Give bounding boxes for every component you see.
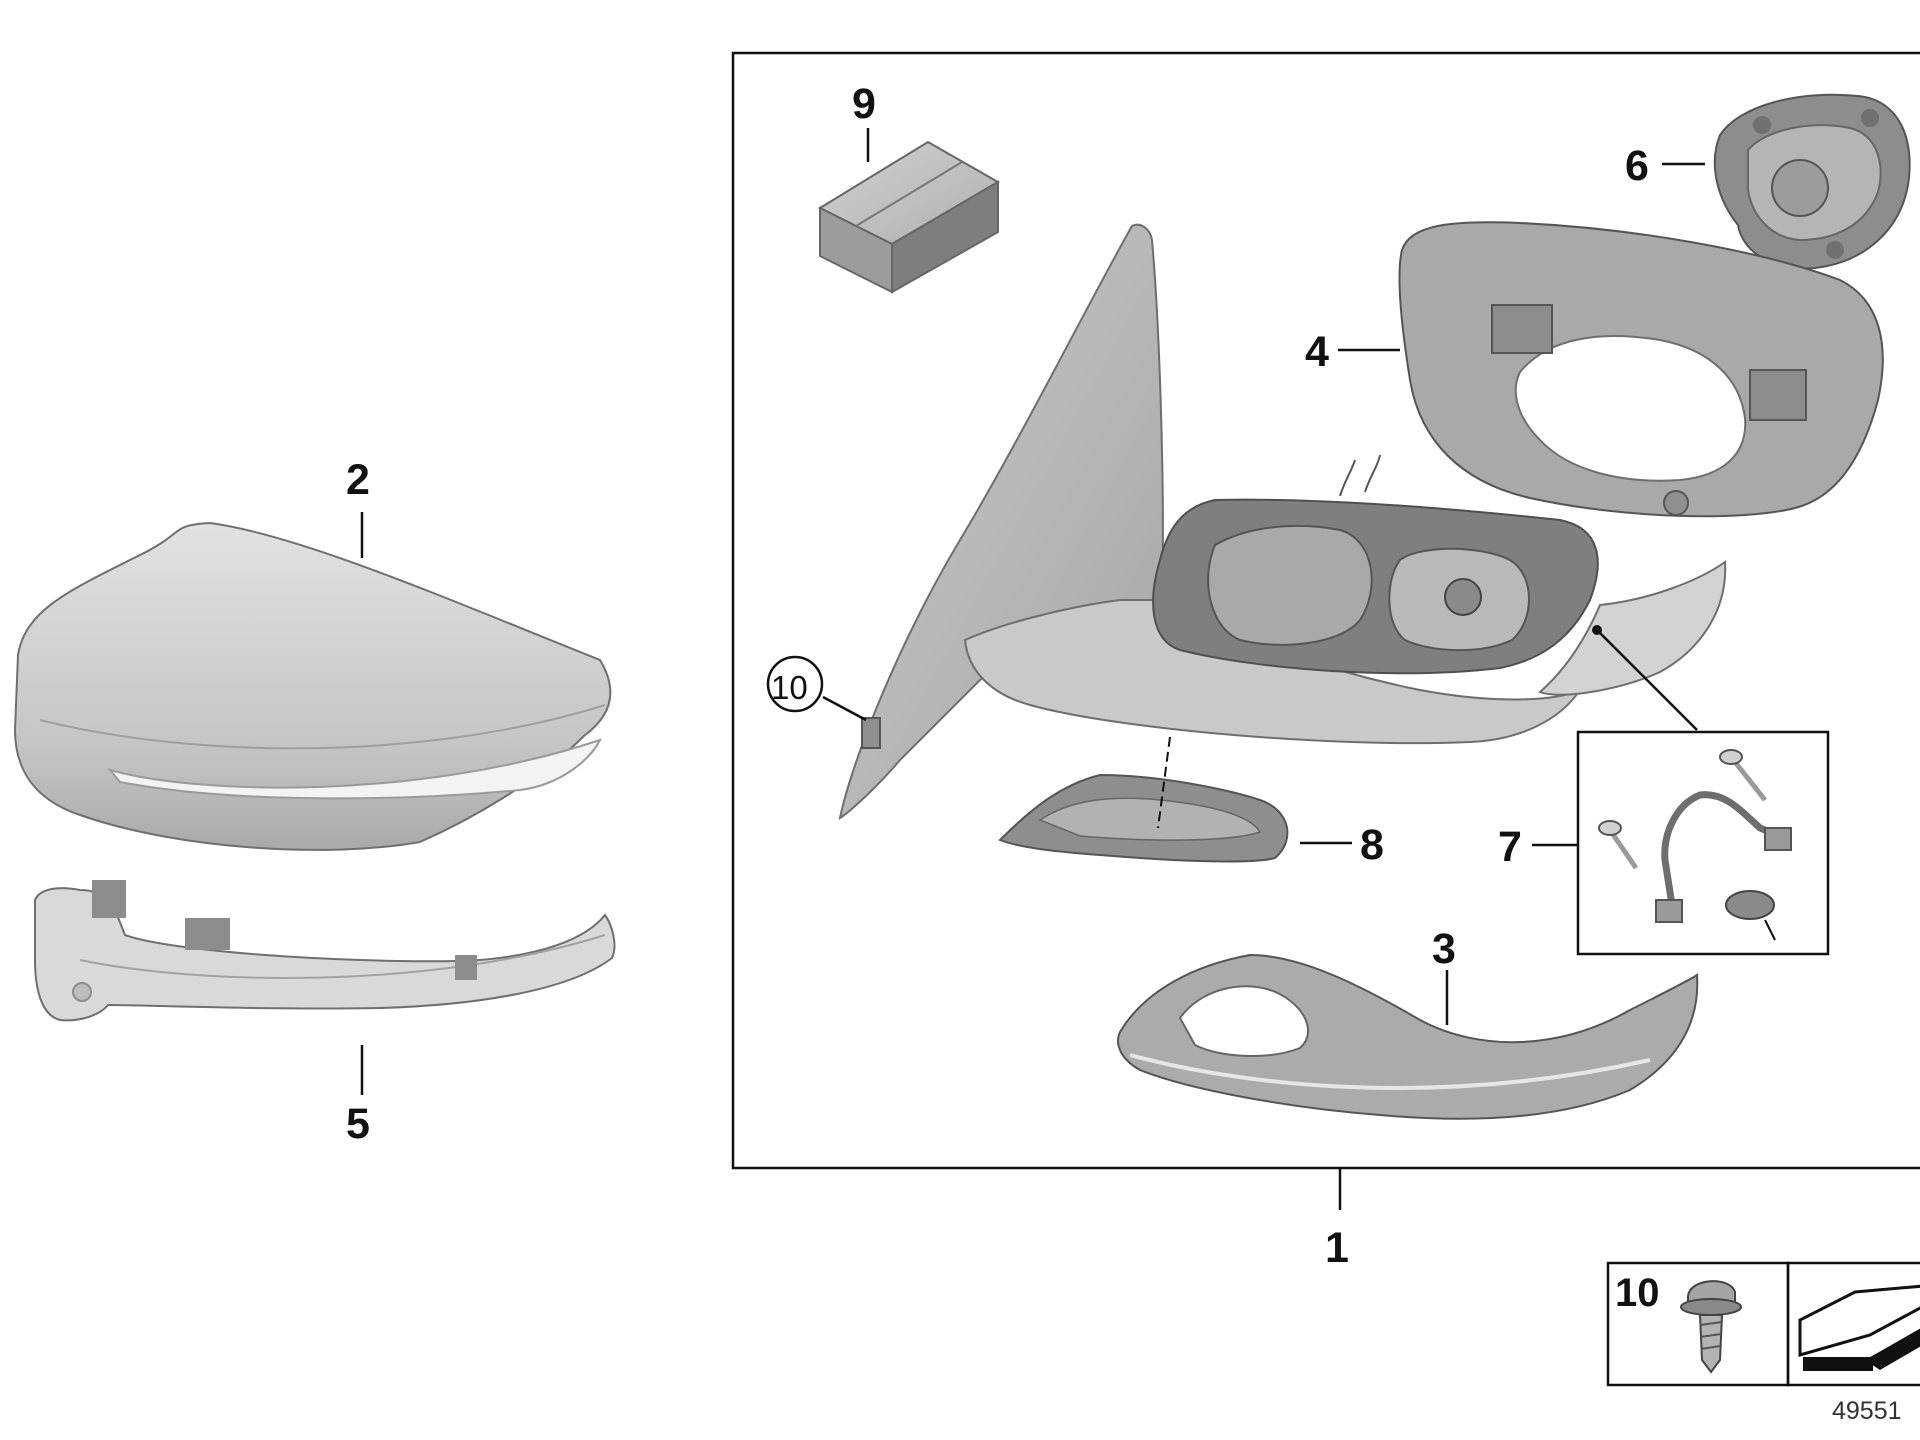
callout-5: 5 xyxy=(346,1100,370,1148)
callout-10-ring xyxy=(766,655,824,713)
doc-number: 49551 xyxy=(1832,1397,1902,1425)
repair-kit-bracket xyxy=(1598,749,1792,941)
legend-label: 10 xyxy=(1615,1271,1660,1315)
callout-10: 10 xyxy=(771,669,808,706)
callout-2: 2 xyxy=(346,456,370,504)
callout-4: 4 xyxy=(1305,328,1329,376)
kit-box xyxy=(1576,730,1830,956)
mirror-frame xyxy=(1398,221,1884,518)
leader-8-dashed xyxy=(1157,736,1171,829)
mirror-cap xyxy=(13,521,612,851)
callout-8: 8 xyxy=(1360,821,1384,869)
callout-9: 9 xyxy=(852,80,876,128)
callout-7: 7 xyxy=(1498,823,1522,871)
leader-7-dot xyxy=(1596,629,1698,731)
turn-signal-light xyxy=(34,880,616,1022)
callout-6: 6 xyxy=(1625,142,1649,190)
callout-1: 1 xyxy=(1325,1224,1349,1272)
lower-cover xyxy=(998,773,1289,863)
inner-housing xyxy=(1152,454,1727,696)
callout-3: 3 xyxy=(1432,925,1456,973)
mirror-actuator xyxy=(1713,93,1911,270)
torque-wrench-icon xyxy=(1798,1284,1920,1371)
leader-10 xyxy=(822,695,867,722)
assembly-frame xyxy=(731,51,1920,1170)
lower-housing xyxy=(1117,953,1699,1120)
screw-icon xyxy=(1680,1280,1742,1374)
small-parts-box xyxy=(817,140,1000,294)
legend-box: 10 xyxy=(1606,1261,1920,1387)
base-screw xyxy=(861,717,881,749)
